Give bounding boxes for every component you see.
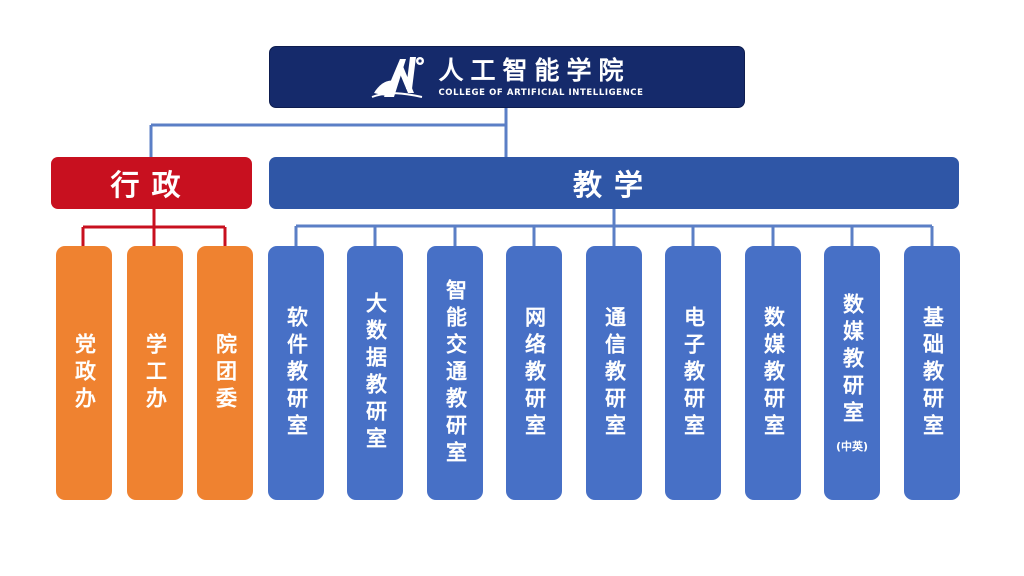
teaching-branch-label: 教学 [572, 168, 655, 202]
admin-unit-node: 学工办 [127, 246, 183, 500]
admin-branch-node: 行政 [51, 157, 252, 209]
teaching-branch-node: 教学 [269, 157, 959, 209]
admin-unit-label: 学工办 [143, 332, 168, 414]
teaching-unit-node: 数媒教研室 [745, 246, 801, 500]
teaching-unit-node: 电子教研室 [665, 246, 721, 500]
college-root-node: 人工智能学院 COLLEGE OF ARTIFICIAL INTELLIGENC… [269, 46, 745, 108]
teaching-unit-node: 大数据教研室 [347, 246, 403, 500]
teaching-unit-node: 基础教研室 [904, 246, 960, 500]
teaching-unit-label: 数媒教研室 [840, 292, 865, 428]
admin-unit-node: 院团委 [197, 246, 253, 500]
teaching-unit-note: (中英) [835, 439, 869, 453]
teaching-unit-label: 大数据教研室 [363, 292, 388, 454]
college-subtitle: COLLEGE OF ARTIFICIAL INTELLIGENCE [438, 88, 644, 98]
teaching-unit-node: 数媒教研室 (中英) [824, 246, 880, 500]
admin-branch-label: 行政 [110, 168, 193, 202]
teaching-unit-label: 软件教研室 [284, 305, 309, 441]
teaching-unit-node: 网络教研室 [506, 246, 562, 500]
teaching-unit-node: 通信教研室 [586, 246, 642, 500]
teaching-unit-label: 网络教研室 [522, 305, 547, 441]
teaching-unit-node: 智能交通教研室 [427, 246, 483, 500]
teaching-unit-label: 电子教研室 [681, 305, 706, 441]
admin-unit-label: 党政办 [72, 332, 97, 414]
college-title: 人工智能学院 [438, 56, 631, 85]
teaching-unit-label: 基础教研室 [920, 305, 945, 441]
teaching-unit-node: 软件教研室 [268, 246, 324, 500]
teaching-unit-label: 智能交通教研室 [443, 278, 468, 468]
college-logo-icon [372, 57, 425, 98]
admin-unit-label: 院团委 [213, 332, 238, 414]
admin-unit-node: 党政办 [56, 246, 112, 500]
teaching-unit-label: 通信教研室 [602, 305, 627, 441]
teaching-unit-label: 数媒教研室 [761, 305, 786, 441]
